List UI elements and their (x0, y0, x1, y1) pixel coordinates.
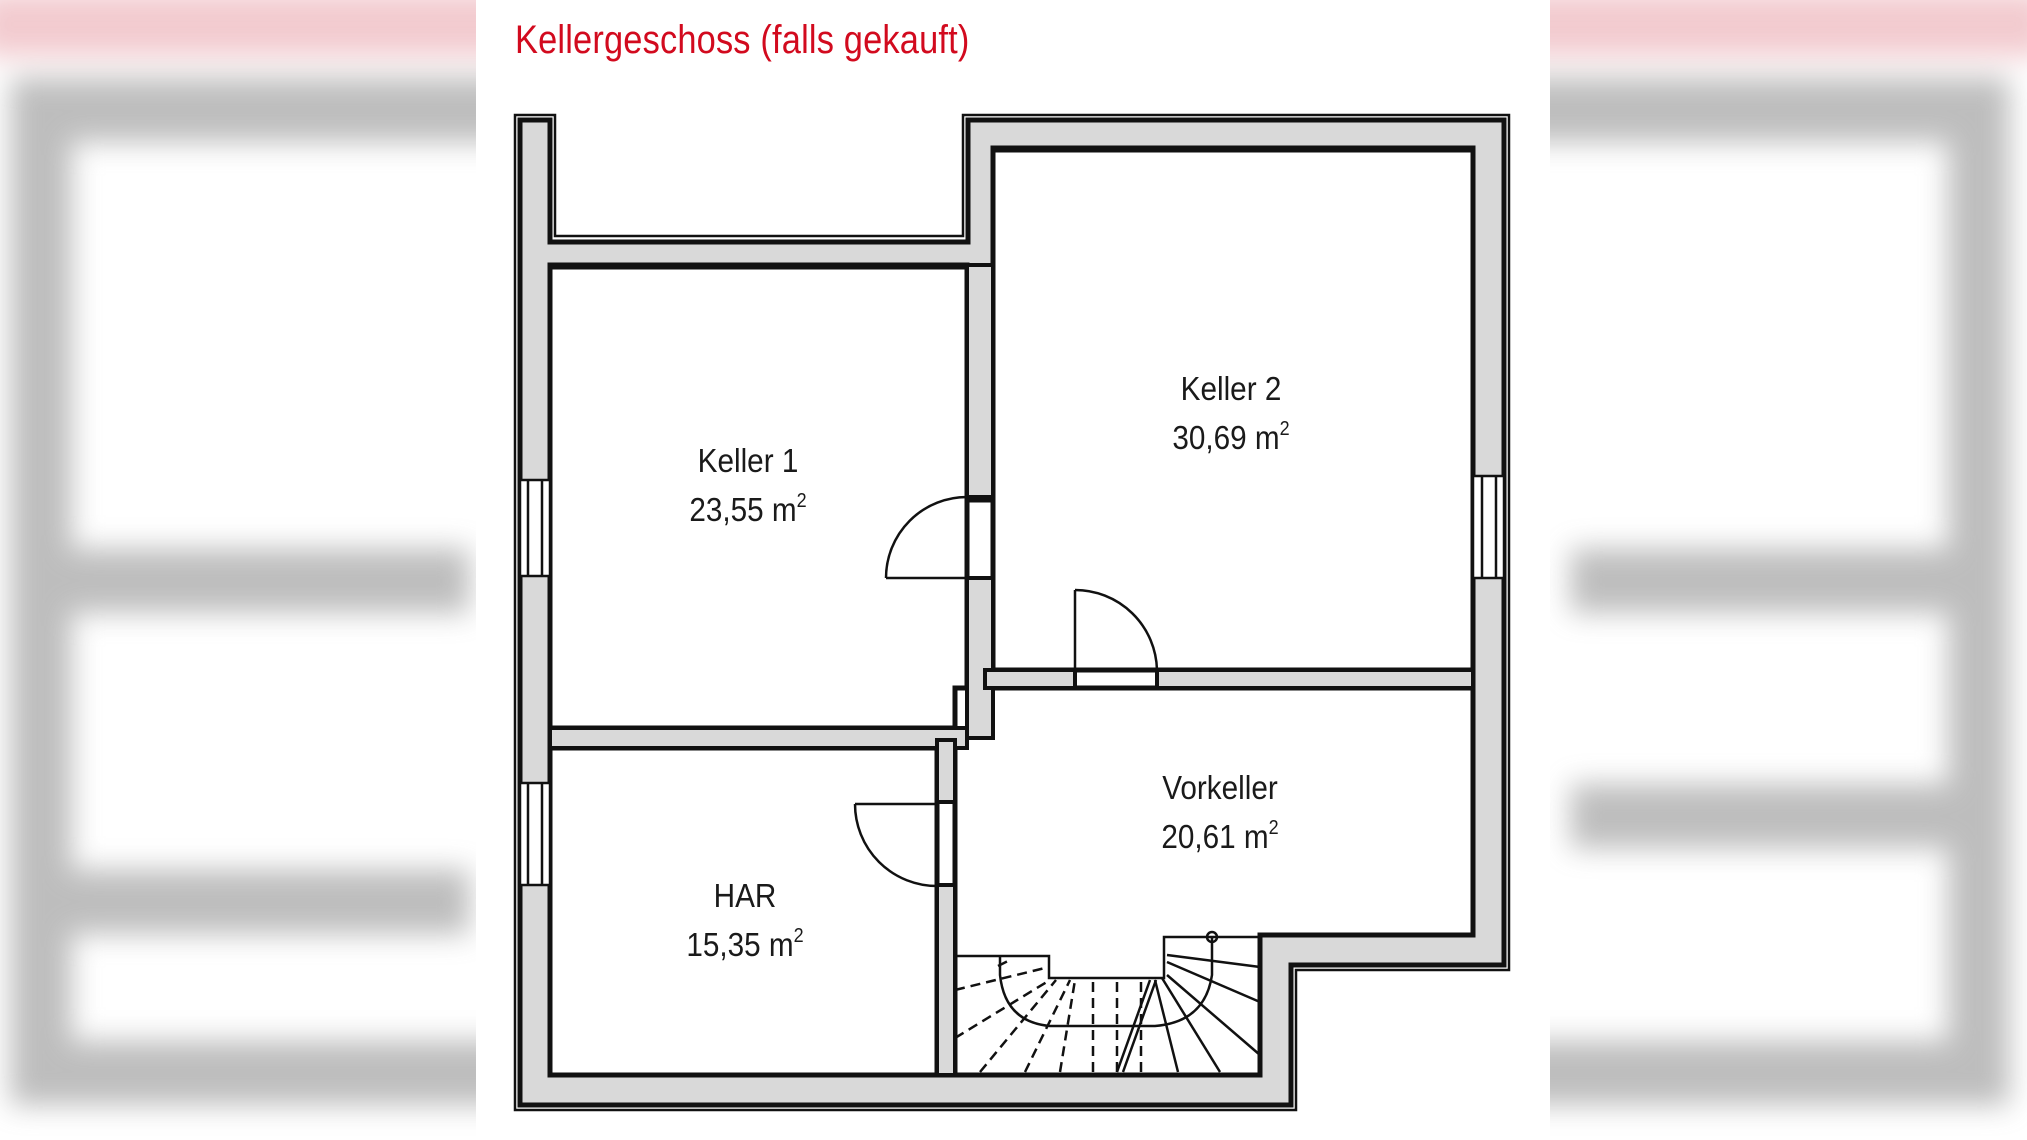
room-area: 20,61 m2 (1161, 817, 1279, 855)
door-swing-icon (853, 495, 1159, 888)
wall-keller2-vorkeller-right (1155, 668, 1475, 690)
room-area: 23,55 m2 (689, 490, 807, 528)
page-title: Kellergeschoss (falls gekauft) (515, 18, 970, 62)
wall-har-vorkeller-upper (935, 738, 957, 804)
staircase-icon (954, 930, 1261, 1073)
room-label-har: HAR 15,35 m2 (686, 871, 803, 969)
room-label-keller-1: Keller 1 23,55 m2 (689, 436, 806, 534)
wall-har-vorkeller-lower (935, 883, 957, 1077)
room-name: Keller 1 (697, 442, 799, 479)
room-area: 15,35 m2 (686, 925, 804, 963)
wall-keller1-keller2 (965, 263, 995, 499)
room-area: 30,69 m2 (1172, 418, 1290, 456)
room-name: Keller 2 (1180, 370, 1282, 407)
room-keller-1 (547, 264, 970, 731)
outer-wall-outline (513, 113, 1511, 1112)
wall-keller1-har (548, 726, 969, 750)
room-name: HAR (713, 877, 777, 914)
room-har (547, 745, 940, 1078)
room-label-keller-2: Keller 2 30,69 m2 (1172, 364, 1289, 462)
room-name: Vorkeller (1162, 769, 1278, 806)
wall-keller2-vorkeller-left (983, 668, 1077, 690)
window-icon (518, 474, 1506, 887)
wall-keller1-keller2-lower (965, 576, 995, 740)
room-label-vorkeller: Vorkeller 20,61 m2 (1161, 763, 1278, 861)
room-keller-2 (990, 147, 1476, 673)
